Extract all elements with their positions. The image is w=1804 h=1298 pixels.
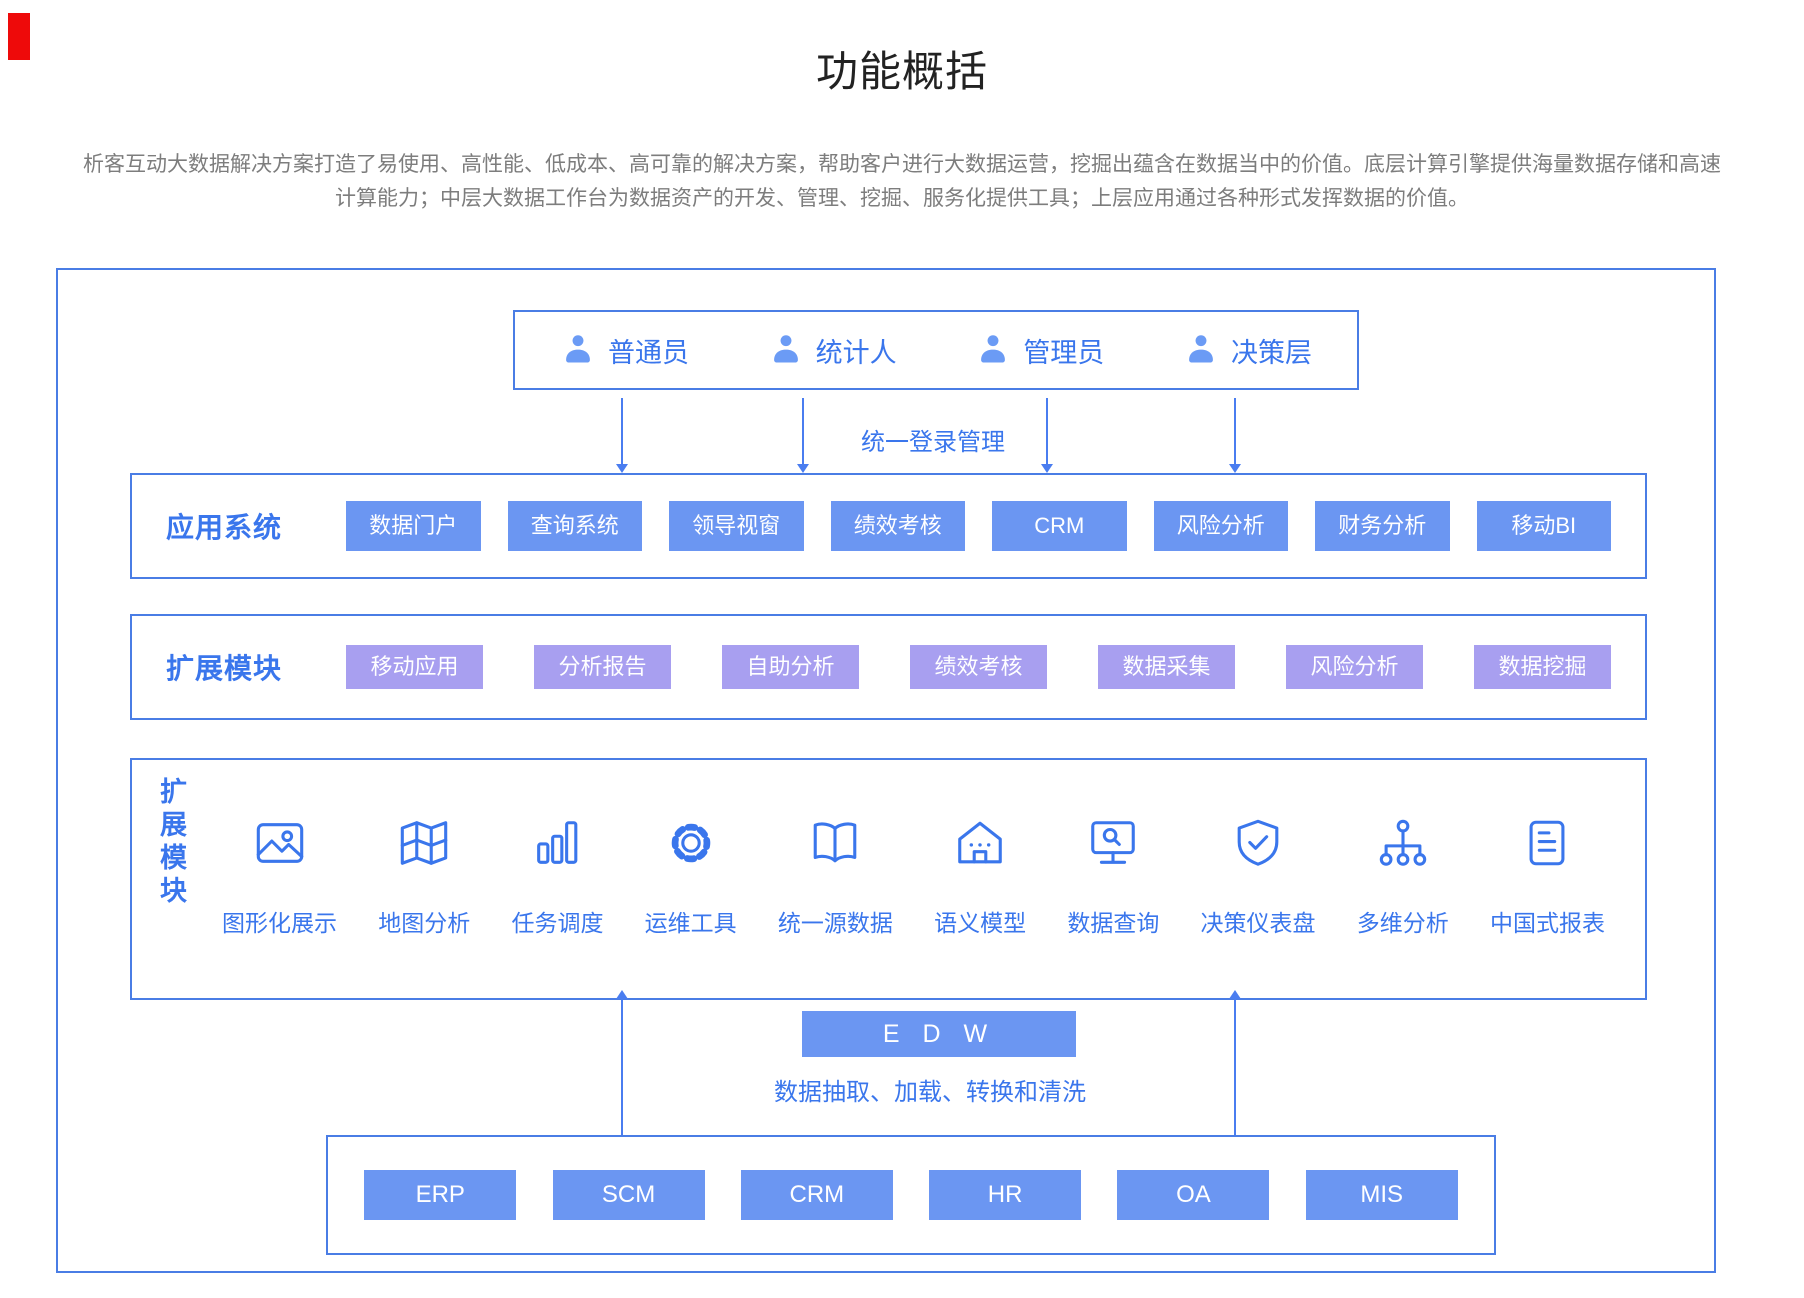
- map-icon: [397, 816, 451, 870]
- down-arrow-icon: [621, 398, 623, 464]
- user-role-label: 决策层: [1230, 337, 1312, 368]
- down-arrow-icon: [1234, 398, 1236, 464]
- platform-tool-label: 语义模型: [934, 910, 1027, 936]
- source-systems-box: ERP SCM CRM HR OA MIS: [326, 1135, 1496, 1255]
- description-line: 析客互动大数据解决方案打造了易使用、高性能、低成本、高可靠的解决方案，帮助客户进…: [83, 153, 1721, 176]
- platform-tools-box: 扩展模块 图形化展示 地图分析: [130, 758, 1647, 1000]
- source-system-chip: CRM: [740, 1170, 893, 1220]
- edw-box: E D W: [802, 1011, 1076, 1057]
- user-icon: [975, 332, 1011, 368]
- monitor-search-icon: [1086, 816, 1140, 870]
- extension-modules-row: 扩展模块 移动应用 分析报告 自助分析 绩效考核 数据采集 风险分析 数据挖掘: [130, 614, 1647, 720]
- application-chip: 查询系统: [507, 501, 642, 551]
- extension-chip: 数据挖掘: [1474, 645, 1611, 689]
- application-items: 数据门户 查询系统 领导视窗 绩效考核 CRM 风险分析 财务分析 移动BI: [346, 501, 1611, 551]
- extension-chip: 分析报告: [534, 645, 671, 689]
- extension-chip: 自助分析: [722, 645, 859, 689]
- extension-chip: 绩效考核: [910, 645, 1047, 689]
- user-role-label: 普通员: [608, 337, 689, 368]
- platform-tool-item: 多维分析: [1357, 816, 1449, 938]
- hierarchy-icon: [1376, 816, 1430, 870]
- extension-row-label: 扩展模块: [166, 653, 283, 684]
- application-chip: 绩效考核: [830, 501, 965, 551]
- user-role-label: 管理员: [1023, 337, 1105, 368]
- user-icon: [560, 332, 596, 368]
- red-marker: [8, 13, 30, 60]
- application-chip: 移动BI: [1476, 501, 1611, 551]
- application-row-label: 应用系统: [166, 512, 283, 543]
- architecture-diagram: 普通员 统计人 管理员: [56, 268, 1716, 1273]
- application-chip: 风险分析: [1153, 501, 1288, 551]
- source-system-chip: OA: [1117, 1170, 1270, 1220]
- source-system-chip: MIS: [1305, 1170, 1458, 1220]
- platform-tool-label: 运维工具: [644, 910, 737, 936]
- platform-tool-item: 图形化展示: [222, 816, 337, 938]
- platform-tool-item: 语义模型: [934, 816, 1026, 938]
- platform-tool-item: 地图分析: [378, 816, 470, 938]
- extension-chip: 数据采集: [1098, 645, 1235, 689]
- platform-tool-item: 运维工具: [645, 816, 737, 938]
- application-chip: 领导视窗: [669, 501, 804, 551]
- application-systems-row: 应用系统 数据门户 查询系统 领导视窗 绩效考核 CRM 风险分析 财务分析: [130, 473, 1647, 579]
- user-icon: [1183, 332, 1219, 368]
- source-system-chip: HR: [929, 1170, 1082, 1220]
- unified-login-label: 统一登录管理: [861, 429, 1005, 456]
- house-icon: [953, 816, 1007, 870]
- platform-tool-item: 决策仪表盘: [1201, 816, 1316, 938]
- platform-tool-item: 数据查询: [1067, 816, 1159, 938]
- user-role-item: 决策层: [1183, 331, 1312, 370]
- down-arrow-icon: [802, 398, 804, 464]
- source-system-chip: SCM: [552, 1170, 705, 1220]
- application-chip: 财务分析: [1315, 501, 1450, 551]
- shield-check-icon: [1231, 816, 1285, 870]
- user-role-item: 普通员: [560, 331, 689, 370]
- platform-tool-label: 决策仪表盘: [1200, 910, 1316, 936]
- page-title: 功能概括: [815, 48, 988, 95]
- application-chip: CRM: [992, 501, 1127, 551]
- platform-tool-label: 中国式报表: [1489, 910, 1605, 936]
- platform-tool-item: 中国式报表: [1490, 816, 1605, 938]
- user-role-item: 管理员: [975, 331, 1104, 370]
- platform-tool-label: 图形化展示: [222, 910, 337, 936]
- platform-tool-label: 统一源数据: [777, 910, 893, 936]
- user-icon: [768, 332, 804, 368]
- extension-items: 移动应用 分析报告 自助分析 绩效考核 数据采集 风险分析 数据挖掘: [346, 645, 1611, 689]
- application-chip: 数据门户: [346, 501, 481, 551]
- page-description: 析客互动大数据解决方案打造了易使用、高性能、低成本、高可靠的解决方案，帮助客户进…: [12, 148, 1792, 216]
- platform-tools: 图形化展示 地图分析 任务调度: [222, 816, 1605, 938]
- source-system-chip: ERP: [364, 1170, 517, 1220]
- image-icon: [253, 816, 307, 870]
- extension-chip: 风险分析: [1286, 645, 1423, 689]
- down-arrow-icon: [1046, 398, 1048, 464]
- description-line: 计算能力；中层大数据工作台为数据资产的开发、管理、挖掘、服务化提供工具；上层应用…: [335, 187, 1469, 210]
- gear-icon: [664, 816, 718, 870]
- user-role-item: 统计人: [768, 331, 897, 370]
- platform-tool-label: 地图分析: [378, 910, 471, 936]
- bar-chart-icon: [530, 816, 584, 870]
- up-arrow-icon: [621, 999, 623, 1135]
- extension-chip: 移动应用: [346, 645, 483, 689]
- platform-tool-label: 多维分析: [1356, 910, 1449, 936]
- platform-tool-label: 任务调度: [511, 910, 604, 936]
- book-icon: [808, 816, 862, 870]
- platform-tool-item: 统一源数据: [778, 816, 893, 938]
- platform-tool-item: 任务调度: [511, 816, 603, 938]
- platform-box-label: 扩展模块: [160, 777, 187, 906]
- report-icon: [1520, 816, 1574, 870]
- user-roles-box: 普通员 统计人 管理员: [513, 310, 1359, 390]
- user-role-label: 统计人: [815, 337, 897, 368]
- up-arrow-icon: [1234, 999, 1236, 1135]
- platform-tool-label: 数据查询: [1067, 910, 1160, 936]
- etl-process-label: 数据抽取、加载、转换和清洗: [774, 1079, 1086, 1106]
